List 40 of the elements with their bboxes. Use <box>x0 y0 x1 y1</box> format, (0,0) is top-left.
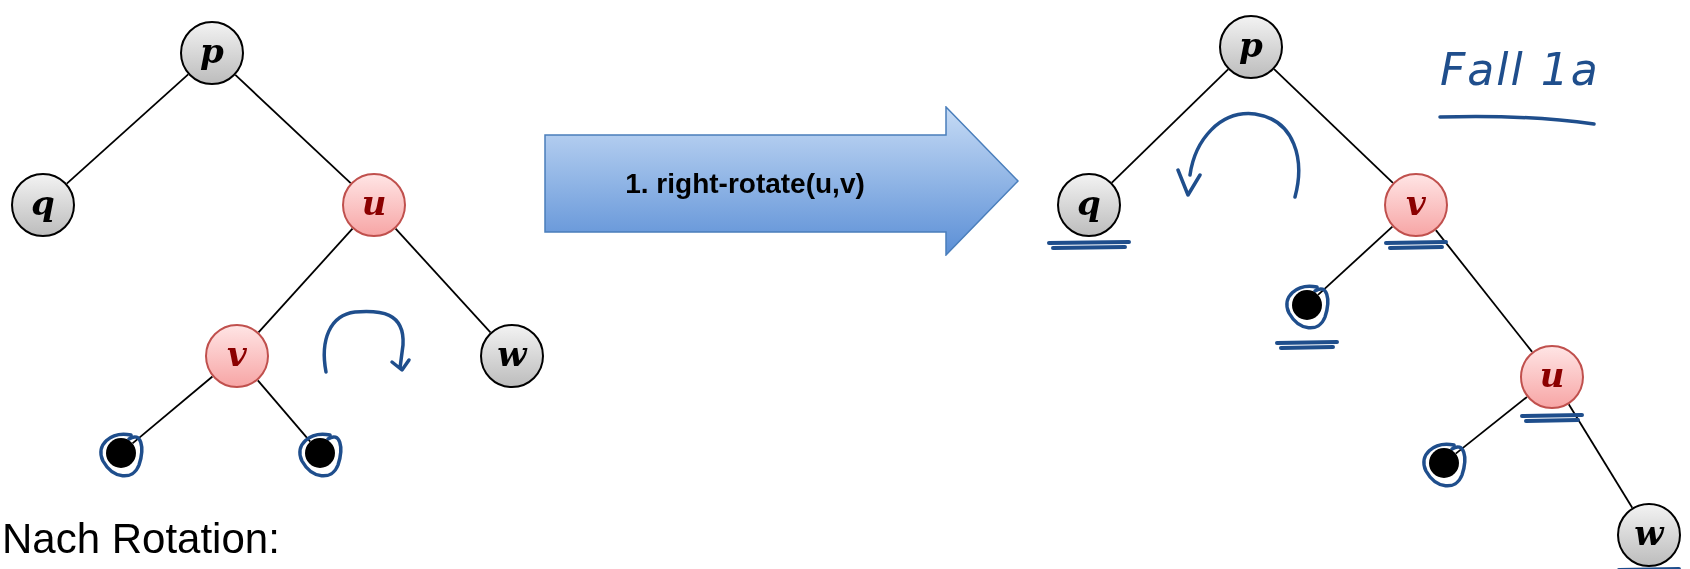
tree-node <box>1617 503 1681 567</box>
tree-edge <box>1317 225 1394 296</box>
tree-node <box>342 173 406 237</box>
tree-edge <box>234 74 352 184</box>
tree-edge <box>1273 68 1394 184</box>
tree-edge <box>1111 68 1229 184</box>
tree-edge <box>257 227 354 334</box>
node-label: u <box>1539 358 1565 392</box>
arrow-label: 1. right-rotate(u,v) <box>624 166 866 201</box>
leaf-node <box>1292 290 1322 320</box>
leaf-node <box>1429 448 1459 478</box>
tree-node <box>180 21 244 85</box>
tree-edge <box>1567 403 1634 509</box>
node-label: v <box>227 337 247 371</box>
tree-node <box>1219 15 1283 79</box>
tree-edge <box>394 227 492 334</box>
tree-edge <box>1454 396 1528 455</box>
tree-edge <box>131 375 214 445</box>
node-label: p <box>1239 28 1263 62</box>
leaf-node <box>106 438 136 468</box>
tree-node <box>1384 173 1448 237</box>
node-label: v <box>1406 186 1426 220</box>
tree-node <box>11 173 75 237</box>
tree-edge <box>256 379 312 443</box>
node-label: p <box>200 34 224 68</box>
tree-edge <box>1434 229 1534 353</box>
process-arrow <box>544 106 1019 256</box>
tree-node <box>205 324 269 388</box>
tree-node <box>480 324 544 388</box>
node-label: u <box>361 186 387 220</box>
caption-text: Nach Rotation: <box>2 515 280 563</box>
handwritten-note: Fall 1a <box>1440 44 1600 95</box>
tree-edge <box>65 73 190 185</box>
node-label: w <box>497 337 527 371</box>
tree-node <box>1057 173 1121 237</box>
node-label: w <box>1634 516 1664 550</box>
node-label: q <box>1077 186 1101 220</box>
node-label: q <box>31 186 55 220</box>
leaf-node <box>305 438 335 468</box>
tree-node <box>1520 345 1584 409</box>
